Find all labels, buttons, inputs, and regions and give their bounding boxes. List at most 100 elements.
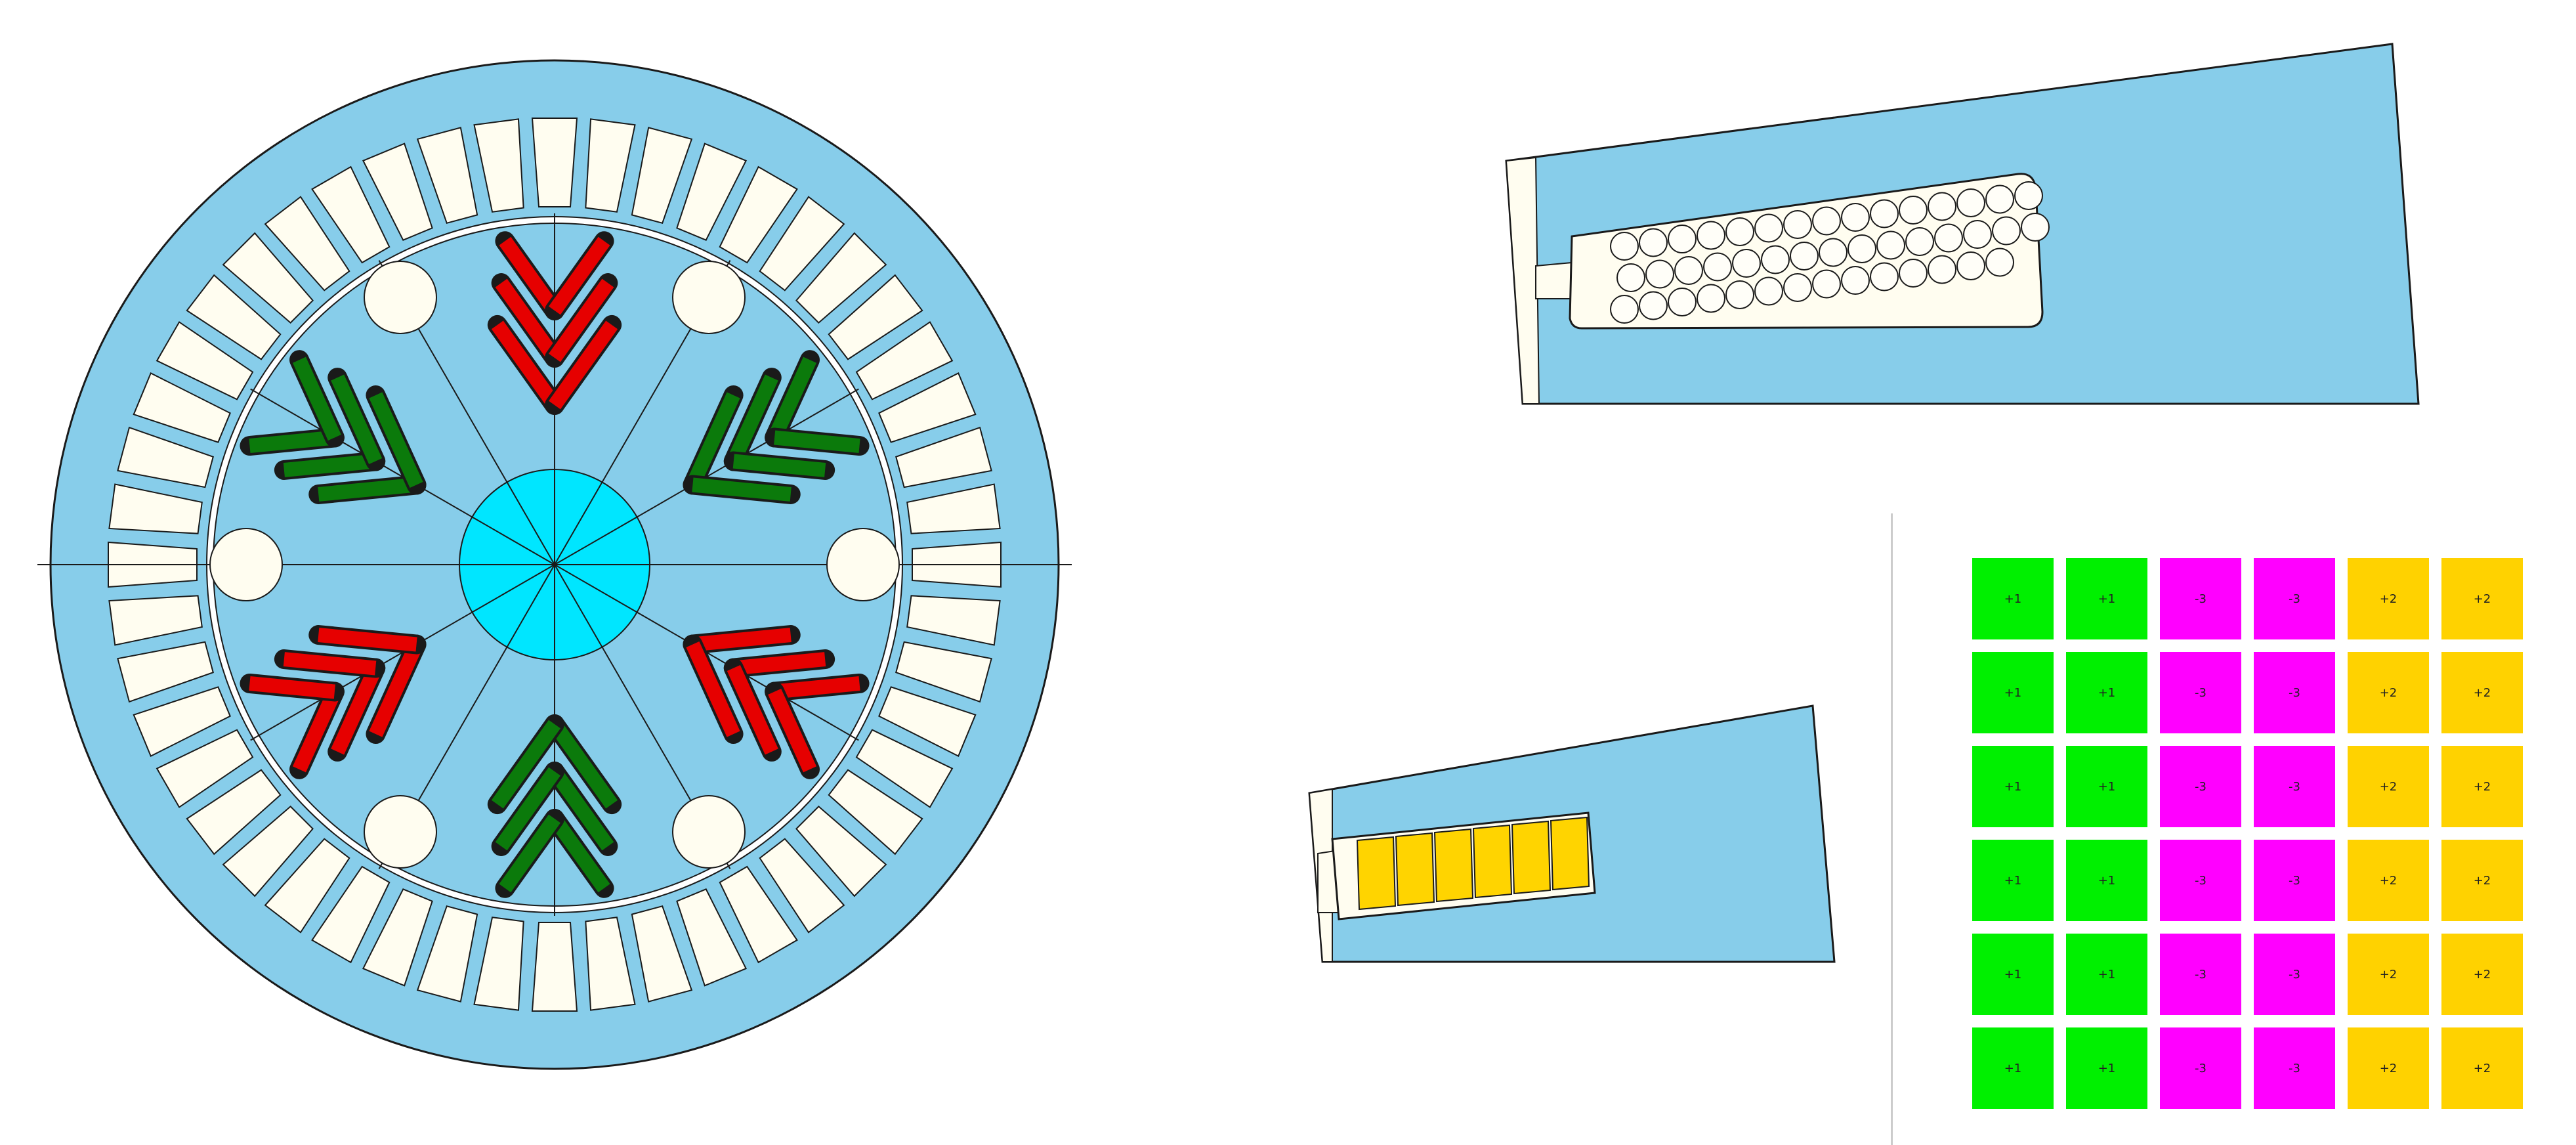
stator-slot xyxy=(906,595,1001,646)
conductor-strand xyxy=(1819,238,1848,267)
magnet-bar xyxy=(495,767,560,851)
rotor-flux-pocket xyxy=(826,528,900,601)
winding-cell: +2 xyxy=(2348,934,2429,1015)
stator-slot xyxy=(264,838,350,934)
stator-slot xyxy=(416,127,478,224)
magnet-bar xyxy=(686,641,740,737)
winding-cell: +2 xyxy=(2348,1027,2429,1109)
magnet-bar xyxy=(692,628,792,652)
winding-cell: +2 xyxy=(2441,840,2523,921)
shaft-line xyxy=(506,481,555,565)
winding-cell: -3 xyxy=(2160,1027,2241,1109)
conductor-strand xyxy=(1754,276,1783,306)
stator-slot xyxy=(117,641,214,703)
magnet-bar xyxy=(318,628,417,652)
conductor-strand xyxy=(1668,225,1697,253)
stator-slot xyxy=(895,641,992,703)
magnet-bar xyxy=(549,236,610,315)
stator-slot xyxy=(117,426,214,488)
shaft-line xyxy=(554,564,603,648)
conductor-strand xyxy=(1870,199,1899,228)
magnet-bar xyxy=(692,477,792,502)
stator-slot xyxy=(795,806,887,897)
conductor-strand xyxy=(1725,280,1754,309)
magnet-bar xyxy=(283,652,377,676)
conductor-strand xyxy=(1928,255,1956,284)
winding-cell: -3 xyxy=(2254,934,2335,1015)
winding-cell: +2 xyxy=(2441,1027,2523,1109)
conductor-strand xyxy=(1645,259,1674,289)
stator-slot xyxy=(828,769,923,855)
conductor-strand xyxy=(1616,263,1645,292)
shaft-line xyxy=(471,516,555,565)
stator-slot xyxy=(676,142,748,241)
stator-slot xyxy=(156,321,254,400)
conductor-strand xyxy=(1985,184,2014,214)
shaft-line xyxy=(554,564,638,613)
magnet-bar xyxy=(283,454,377,477)
winding-cell: -3 xyxy=(2254,652,2335,733)
winding-cell: +1 xyxy=(2066,558,2147,639)
stator-slot xyxy=(631,127,693,224)
rotor-flux-pocket xyxy=(672,260,746,334)
conductor-strand xyxy=(1899,259,1928,288)
magnet-bar xyxy=(292,356,341,441)
conductor-strand xyxy=(1899,196,1928,225)
winding-cell: -3 xyxy=(2254,1027,2335,1109)
stator-slot xyxy=(795,232,887,324)
stator-slot xyxy=(186,769,282,855)
conductor-strand xyxy=(1697,284,1725,313)
motor-cross-section xyxy=(37,59,1072,1070)
stator-slot xyxy=(855,729,954,808)
conductor-strand xyxy=(1876,230,1905,260)
winding-cell: -3 xyxy=(2160,840,2241,921)
slot-detail-rectangular-bars xyxy=(1308,704,1836,963)
magnet-bar xyxy=(727,374,778,465)
magnet-bar xyxy=(491,320,560,410)
conductor-strand xyxy=(1956,188,1985,217)
magnet-bar xyxy=(732,652,826,676)
rotor-flux-pocket xyxy=(364,260,437,334)
winding-cell: +1 xyxy=(2066,746,2147,827)
conductor-strand xyxy=(1754,213,1783,243)
winding-cell: -3 xyxy=(2160,558,2241,639)
stator-slot xyxy=(108,595,203,646)
rectangular-bar xyxy=(1472,824,1513,899)
panel-divider xyxy=(1891,513,1893,1145)
conductor-strand xyxy=(1668,288,1697,316)
slot-neck xyxy=(1535,261,1573,299)
magnet-bar xyxy=(249,430,335,453)
stator-slot xyxy=(156,729,254,808)
magnet-bar xyxy=(495,278,560,362)
stator-slot xyxy=(676,888,748,987)
winding-cell: -3 xyxy=(2254,840,2335,921)
conductor-strand xyxy=(1992,216,2021,246)
magnet-bar xyxy=(499,236,560,315)
shaft-line xyxy=(471,564,555,613)
winding-cell: +1 xyxy=(1972,652,2054,733)
stator-slot xyxy=(362,142,433,241)
conductor-strand xyxy=(1674,256,1703,285)
winding-cell: +1 xyxy=(2066,934,2147,1015)
stator-slot xyxy=(878,372,977,443)
conductor-strand xyxy=(1928,192,1956,221)
magnet-bar xyxy=(549,814,610,893)
magnet-bar xyxy=(331,374,383,465)
stator-slot xyxy=(222,232,314,324)
conductor-strand xyxy=(1725,217,1754,246)
conductor-strand xyxy=(1639,228,1668,257)
stator-slot xyxy=(759,196,845,292)
stator-slot xyxy=(222,806,314,897)
conductor-strand xyxy=(1956,251,1985,280)
magnet-bar xyxy=(369,641,423,737)
stator-slot xyxy=(311,865,391,964)
rotor-flux-pocket xyxy=(364,795,437,869)
conductor-strand xyxy=(1783,273,1812,302)
stator-slot xyxy=(311,165,391,264)
winding-cell: +1 xyxy=(2066,1027,2147,1109)
stator-slot xyxy=(719,165,798,264)
rotor-flux-pocket xyxy=(209,528,283,601)
conductor-strand xyxy=(1870,262,1899,292)
stator-slot xyxy=(473,118,524,213)
conductor-strand xyxy=(1610,295,1639,324)
